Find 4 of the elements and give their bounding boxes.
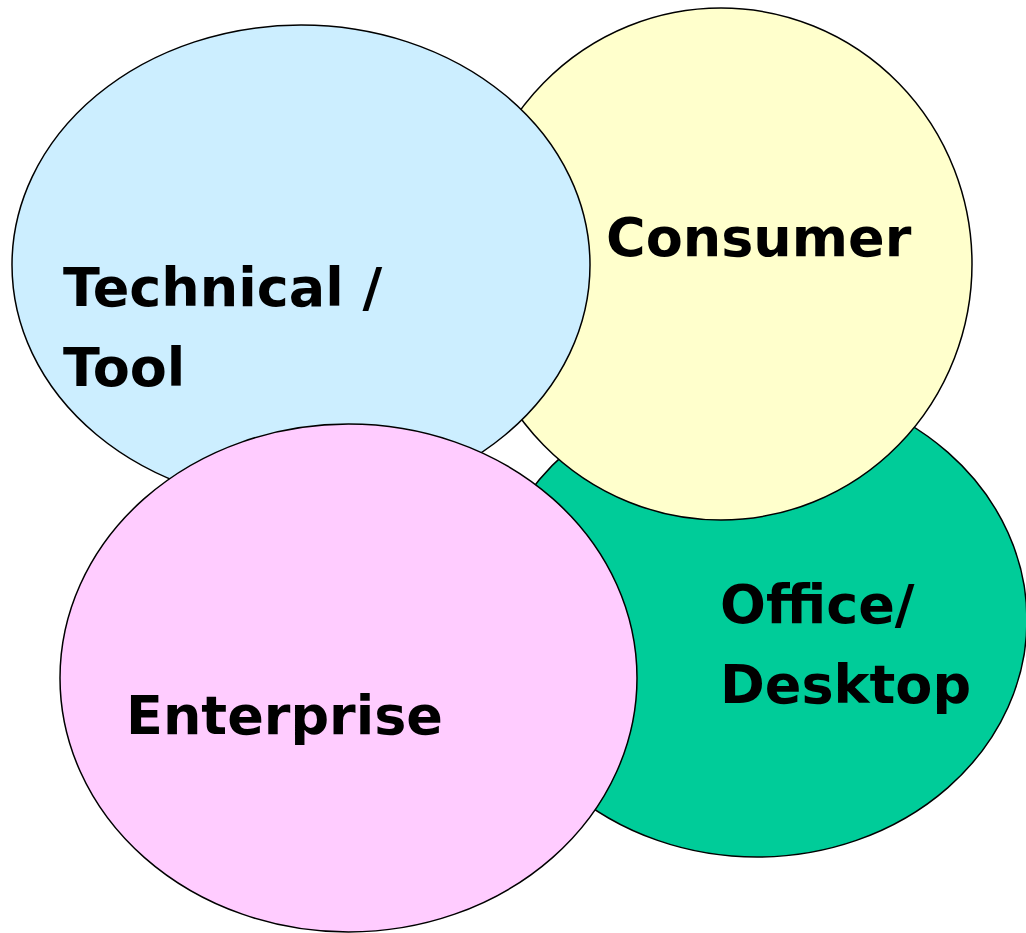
category-label: Enterprise [126,683,444,749]
category-label: Consumer [606,205,913,271]
category-label: Office/ Desktop [720,572,973,718]
category-label: Technical / Tool [63,255,384,401]
